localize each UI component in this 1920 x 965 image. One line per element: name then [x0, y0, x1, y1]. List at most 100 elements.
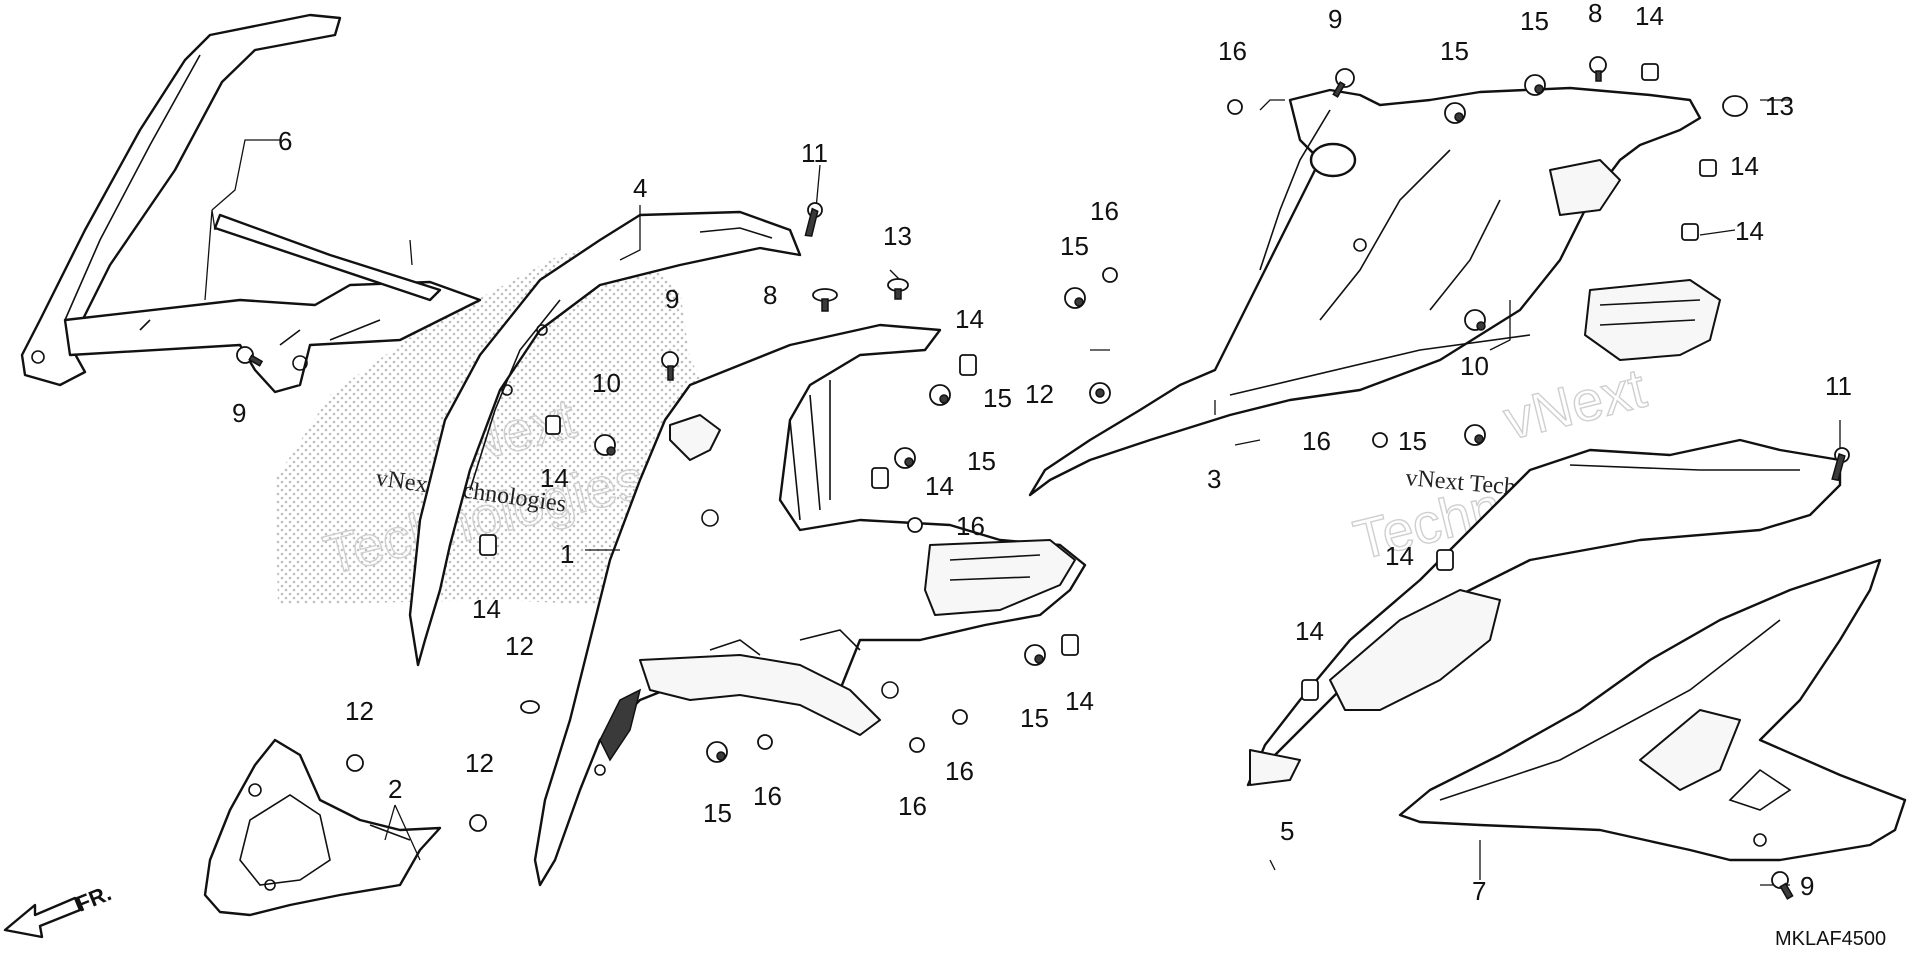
- screw-9-top: [1332, 68, 1355, 98]
- watermark-line1-right: vNext: [1498, 356, 1653, 452]
- callout-4: 4: [633, 173, 647, 203]
- leader-lines: [204, 99, 1841, 886]
- callout-11-right: 11: [1825, 371, 1852, 401]
- clip-8-top: [1589, 56, 1607, 82]
- screw-9-mid: [661, 351, 679, 381]
- part-1-center-cowl: [533, 323, 1087, 887]
- callout-8-left: 8: [763, 280, 777, 310]
- callout-14-i: 14: [1385, 541, 1414, 571]
- callout-15-f: 15: [1440, 36, 1469, 66]
- callout-9-top: 9: [1328, 4, 1342, 34]
- callout-15-e: 15: [1060, 231, 1089, 261]
- screw-16-d: [907, 517, 923, 533]
- callout-14-d: 14: [472, 594, 501, 624]
- bolt-15-f: [1444, 102, 1466, 124]
- callout-16-a: 16: [956, 511, 985, 541]
- callout-8-top: 8: [1588, 0, 1602, 28]
- screw-9-left: [236, 346, 264, 367]
- callout-15-b: 15: [967, 446, 996, 476]
- bolt-10-right: [1464, 309, 1486, 331]
- nut-12-mid: [520, 700, 540, 714]
- callout-16-g: 16: [1302, 426, 1331, 456]
- callout-10-right: 10: [1460, 351, 1489, 381]
- bolt-10-left: [594, 434, 616, 456]
- callout-9-bottom: 9: [1800, 871, 1814, 901]
- part-5-right-inner-panel: [1246, 438, 1842, 787]
- callout-16-d: 16: [945, 756, 974, 786]
- callout-15-d: 15: [703, 798, 732, 828]
- callout-12-right: 12: [465, 748, 494, 778]
- part-4-left-side-fairing: [408, 210, 802, 667]
- clip-14-f: [1641, 63, 1659, 81]
- callout-14-j: 14: [1295, 616, 1324, 646]
- callout-15-a: 15: [983, 383, 1012, 413]
- clip-14-d: [871, 467, 889, 489]
- clip-14-j: [1301, 679, 1319, 701]
- callout-13-left: 13: [883, 221, 912, 251]
- clip-14-i: [1436, 549, 1454, 571]
- screw-16-b: [909, 737, 925, 753]
- clip-8-left: [812, 288, 838, 312]
- callout-15-c: 15: [1020, 703, 1049, 733]
- callout-5: 5: [1280, 816, 1294, 846]
- callout-6: 6: [278, 126, 292, 156]
- callout-14-c: 14: [540, 463, 569, 493]
- clip-14-h: [1681, 223, 1699, 241]
- callout-1: 1: [560, 539, 574, 569]
- callout-15-h: 15: [1398, 426, 1427, 456]
- callout-14-e: 14: [1065, 686, 1094, 716]
- callout-15-g: 15: [1520, 6, 1549, 36]
- callout-16-f: 16: [1090, 196, 1119, 226]
- callout-14-a: 14: [955, 304, 984, 334]
- callout-11-left: 11: [801, 138, 828, 168]
- bolt-15-d: [706, 741, 728, 763]
- diagram-code: MKLAF4500: [1775, 928, 1886, 950]
- clip-14-g: [1699, 159, 1717, 177]
- bolt-15-a: [929, 384, 951, 406]
- clip-14-e: [1061, 634, 1079, 656]
- clip-14-a: [545, 415, 561, 435]
- callout-3: 3: [1207, 464, 1221, 494]
- part-2-lower-cover: [203, 738, 442, 917]
- bolt-15-c: [1024, 644, 1046, 666]
- callout-14-g: 14: [1730, 151, 1759, 181]
- screw-11-top: [804, 202, 823, 237]
- front-direction-arrow: FR.: [3, 880, 115, 939]
- screw-16-a: [757, 734, 773, 750]
- callout-2: 2: [388, 774, 402, 804]
- nut-12-left: [346, 754, 364, 772]
- callout-14-f: 14: [1635, 1, 1664, 31]
- callout-14-h: 14: [1735, 216, 1764, 246]
- front-direction-label: FR.: [73, 880, 115, 916]
- callouts: 6 9 4 11 13 8 9 14 15 10 15 14 16 14 1 1…: [232, 0, 1852, 906]
- screw-11-right: [1831, 447, 1850, 482]
- part-3-right-upper-cowl: [1028, 86, 1721, 497]
- clip-14-c: [959, 354, 977, 376]
- fasteners: [236, 56, 1850, 900]
- nut-12-right: [469, 814, 487, 832]
- callout-9-mid: 9: [665, 284, 679, 314]
- grommet-13-left: [887, 278, 909, 300]
- bolt-15-e: [1064, 287, 1086, 309]
- nut-12-top: [1089, 382, 1111, 404]
- screw-16-f: [1102, 267, 1118, 283]
- part-6-upper-cowl: [20, 13, 482, 394]
- callout-16-c: 16: [898, 791, 927, 821]
- screw-9-bottom: [1771, 871, 1794, 900]
- callout-16-e: 16: [1218, 36, 1247, 66]
- bolt-15-h: [1464, 424, 1486, 446]
- part-7-right-lower-panel: [1398, 558, 1907, 862]
- callout-12-left: 12: [345, 696, 374, 726]
- callout-12-top: 12: [1025, 379, 1054, 409]
- callout-7: 7: [1472, 876, 1486, 906]
- screw-16-g: [1372, 432, 1388, 448]
- grommet-13-right: [1722, 95, 1748, 117]
- bolt-15-g: [1524, 74, 1546, 96]
- callout-10-left: 10: [592, 368, 621, 398]
- bolt-15-b: [894, 447, 916, 469]
- callout-16-b: 16: [753, 781, 782, 811]
- clip-14-b: [479, 534, 497, 556]
- screw-16-e: [1227, 99, 1243, 115]
